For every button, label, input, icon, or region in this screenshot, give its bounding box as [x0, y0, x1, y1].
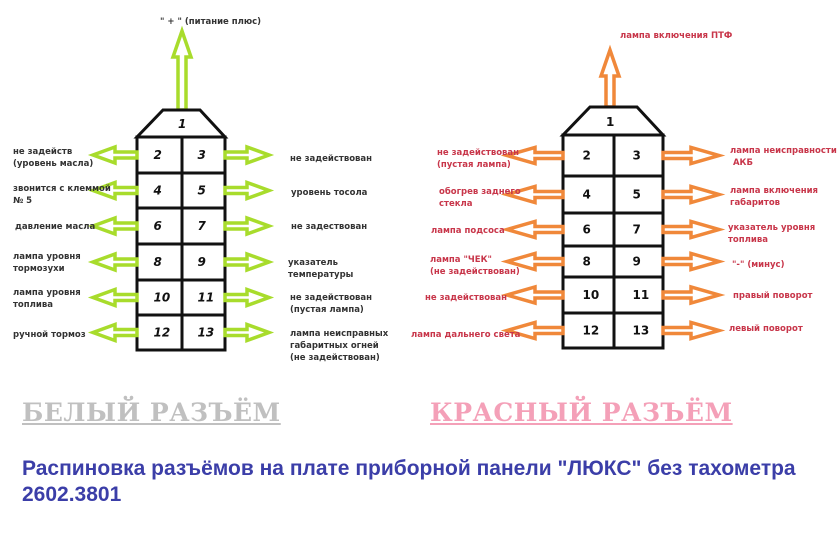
- white-left-label-5: лампа уровня топлива: [13, 288, 81, 310]
- red-right-arrow-icon: [661, 184, 726, 205]
- white-pin-number: 7: [198, 219, 207, 233]
- red-pin-number: 7: [633, 223, 641, 237]
- red-pin-number: 4: [583, 188, 591, 202]
- white-pin-number: 9: [198, 255, 206, 269]
- white-right-arrow-icon: [223, 144, 275, 166]
- red-left-arrow-icon: [500, 145, 565, 166]
- caption-number: 2602.3801: [22, 483, 122, 506]
- red-pin-number: 2: [583, 149, 591, 163]
- caption-text: Распиновка разъёмов на плате приборной п…: [22, 457, 796, 480]
- red-pin-number: 11: [633, 288, 650, 302]
- white-top-label: " + " (питание плюс): [160, 17, 262, 27]
- red-right-arrow-icon: [661, 251, 726, 272]
- red-right-label-3: указатель уровня топлива: [728, 223, 816, 245]
- white-left-arrow-icon: [87, 180, 139, 201]
- white-right-arrow-icon: [223, 215, 275, 237]
- white-left-arrow-icon: [87, 322, 139, 343]
- white-right-label-2: уровень тосола: [291, 188, 368, 198]
- white-right-arrow-icon: [223, 322, 275, 343]
- white-right-arrow-icon: [223, 180, 275, 201]
- red-right-label-5: правый поворот: [733, 291, 813, 301]
- white-top-arrow-icon: [170, 25, 194, 112]
- white-pin-8-cell: [135, 242, 184, 282]
- red-right-label-2: лампа включения габаритов: [730, 186, 819, 208]
- white-pin-number: 3: [198, 148, 206, 162]
- red-right-arrow-icon: [661, 145, 726, 166]
- white-right-arrow-icon: [223, 287, 275, 308]
- red-right-arrow-icon: [661, 284, 726, 306]
- red-pin-13-cell: [612, 311, 665, 350]
- white-pin-number: 2: [154, 148, 162, 162]
- red-left-arrow-icon: [500, 320, 565, 341]
- red-left-arrow-icon: [500, 251, 565, 272]
- white-pin-number: 4: [153, 184, 162, 198]
- white-pin-7-cell: [180, 206, 227, 246]
- red-pin-1-number: 1: [606, 115, 614, 129]
- red-left-label-2: обогрев заднего стекла: [439, 187, 521, 209]
- white-pin-number: 10: [154, 291, 171, 305]
- white-pin-number: 12: [154, 326, 171, 340]
- red-top-label: лампа включения ПТФ: [620, 31, 733, 41]
- white-connector-heading: БЕЛЫЙ РАЗЪЁМ: [22, 398, 281, 427]
- red-pin-number: 5: [633, 188, 641, 202]
- white-right-label-1: не задействован: [290, 154, 373, 164]
- red-pin-number: 6: [583, 223, 591, 237]
- red-right-arrow-icon: [661, 320, 726, 341]
- red-right-label-6: левый поворот: [729, 324, 803, 334]
- red-left-label-1: не задействован (пустая лампа): [437, 148, 520, 170]
- white-pin-number: 5: [198, 184, 206, 198]
- red-pin-number: 3: [633, 149, 641, 163]
- white-left-label-3: давление масла: [15, 222, 96, 232]
- red-pin-6-cell: [561, 211, 616, 248]
- caption: Распиновка разъёмов на плате приборной п…: [22, 456, 822, 508]
- red-pin-number: 8: [583, 255, 591, 269]
- white-right-label-6: лампа неисправных габаритных огней (не з…: [290, 329, 389, 363]
- red-left-label-6: лампа дальнего света: [411, 330, 521, 340]
- red-left-label-5: не задействован: [425, 293, 508, 303]
- white-left-label-6: ручной тормоз: [13, 330, 86, 340]
- white-left-arrow-icon: [87, 251, 139, 273]
- red-pin-2-cell: [561, 133, 616, 178]
- white-left-label-1: не задейств (уровень масла): [13, 147, 94, 169]
- white-left-arrow-icon: [87, 144, 139, 166]
- red-left-label-3: лампа подсоса: [431, 226, 505, 236]
- red-right-label-4: "-" (минус): [732, 260, 785, 270]
- red-pin-number: 10: [583, 288, 600, 302]
- white-pin-1-number: 1: [178, 117, 186, 131]
- red-pin-number: 13: [633, 324, 650, 338]
- red-left-arrow-icon: [500, 184, 565, 205]
- red-pin-number: 12: [583, 324, 600, 338]
- white-right-label-5: не задействован (пустая лампа): [290, 293, 373, 315]
- red-left-label-4: лампа "ЧЕК" (не задействован): [430, 255, 520, 277]
- red-left-arrow-icon: [500, 284, 565, 306]
- white-pin-number: 11: [198, 291, 215, 305]
- white-pin-13-cell: [180, 313, 227, 352]
- white-pin-number: 13: [198, 326, 215, 340]
- white-right-label-4: указатель температуры: [288, 258, 354, 280]
- white-right-label-3: не задествован: [291, 222, 368, 232]
- red-pin-number: 9: [633, 255, 641, 269]
- red-right-label-1: лампа неисправности АКБ: [730, 146, 837, 168]
- red-right-arrow-icon: [661, 219, 726, 240]
- white-left-label-4: лампа уровня тормозухи: [13, 252, 81, 274]
- red-top-arrow-icon: [598, 44, 622, 109]
- white-left-arrow-icon: [87, 287, 139, 308]
- red-left-arrow-icon: [500, 219, 565, 240]
- white-pin-number: 6: [154, 219, 162, 233]
- white-right-arrow-icon: [223, 251, 275, 273]
- white-pin-number: 8: [154, 255, 162, 269]
- white-left-label-2: звонится с клеммой № 5: [13, 184, 111, 206]
- white-left-arrow-icon: [87, 215, 139, 237]
- red-connector-heading: КРАСНЫЙ РАЗЪЁМ: [430, 398, 733, 427]
